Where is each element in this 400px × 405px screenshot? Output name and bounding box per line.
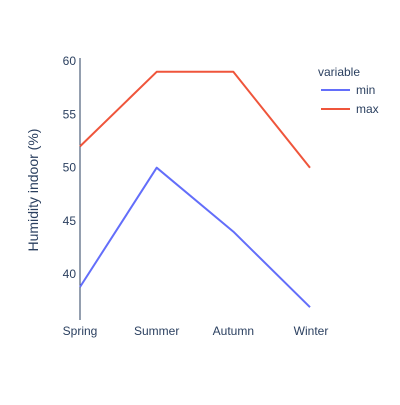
legend-items: min max (321, 83, 379, 116)
y-tick-label: 45 (63, 214, 77, 228)
x-tick-label: Summer (134, 324, 179, 338)
y-tick-label: 55 (63, 107, 77, 121)
y-tick-label: 60 (63, 54, 77, 68)
y-tick-label: 40 (63, 267, 77, 281)
x-axis-ticks: Spring Summer Autumn Winter (63, 324, 329, 338)
x-tick-label: Autumn (213, 324, 254, 338)
y-tick-label: 50 (63, 161, 77, 175)
x-tick-label: Winter (294, 324, 329, 338)
legend-item-max[interactable]: max (321, 102, 379, 116)
legend-item-min[interactable]: min (321, 83, 375, 97)
y-axis-ticks: 40 45 50 55 60 (63, 54, 77, 281)
series-line-min (79, 166, 311, 308)
y-axis-title: Humidity indoor (%) (25, 129, 41, 252)
series-layer (79, 70, 311, 308)
legend: variable min max (318, 65, 379, 116)
series-line-max (79, 70, 311, 169)
legend-label-max: max (356, 102, 379, 116)
legend-label-min: min (356, 83, 375, 97)
x-tick-label: Spring (63, 324, 98, 338)
legend-title: variable (318, 65, 360, 79)
